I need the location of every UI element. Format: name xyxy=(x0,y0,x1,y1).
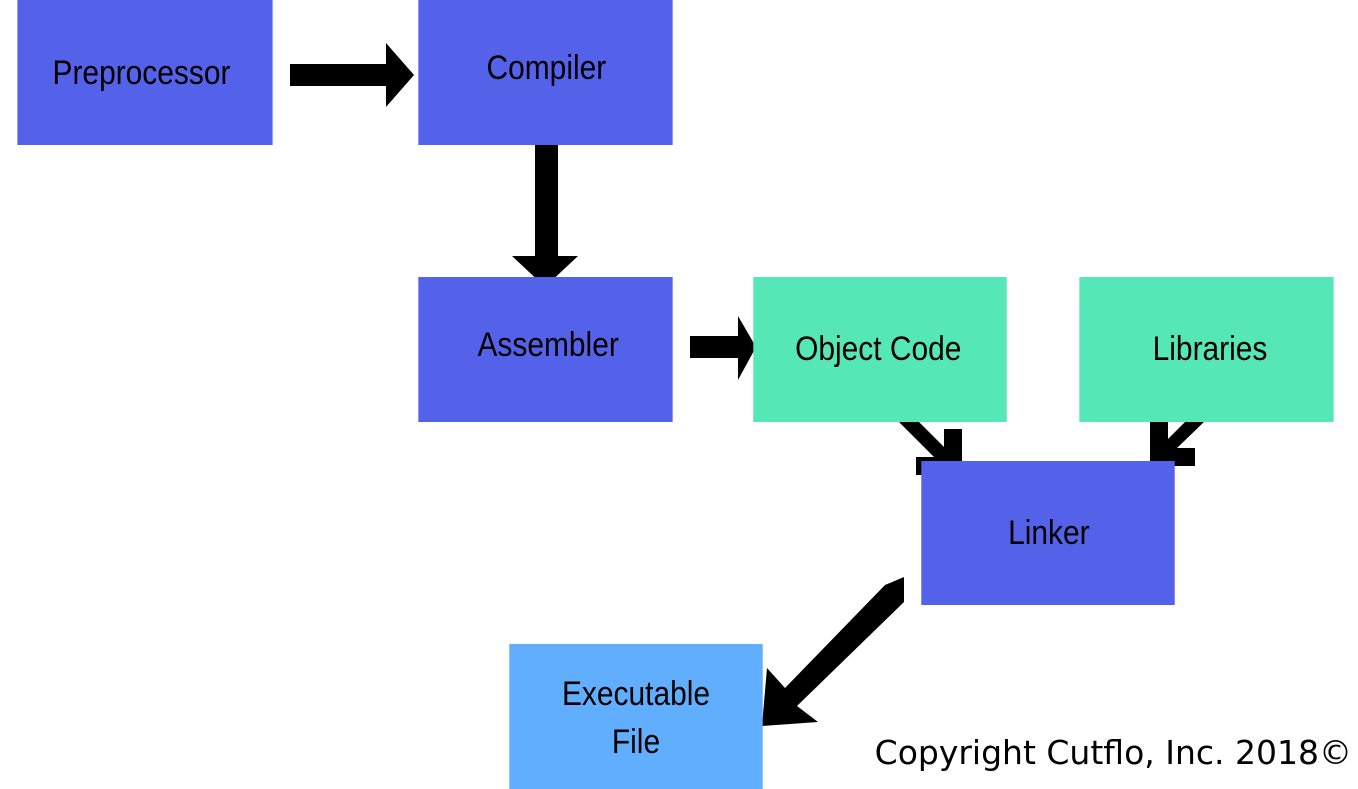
preprocessor-label: Preprocessor xyxy=(52,54,231,92)
arrow-compiler-to-assembler xyxy=(512,145,578,287)
executable-label-line1: Executable xyxy=(561,674,711,713)
arrow-linker-to-executable xyxy=(762,577,904,726)
assembler-box: Assembler xyxy=(418,277,673,422)
libraries-label: Libraries xyxy=(1152,330,1268,368)
preprocessor-box: Preprocessor xyxy=(17,0,273,145)
executable-label-line2: File xyxy=(611,722,661,761)
compiler-box: Compiler xyxy=(418,0,673,145)
compiler-label: Compiler xyxy=(486,49,607,87)
arrow-libraries-to-linker xyxy=(1150,421,1205,466)
linker-box: Linker xyxy=(921,461,1175,605)
assembler-label: Assembler xyxy=(477,326,619,364)
object-code-box: Object Code xyxy=(753,277,1007,422)
libraries-box: Libraries xyxy=(1079,277,1334,422)
linker-label: Linker xyxy=(1008,513,1090,552)
object-code-label: Object Code xyxy=(795,330,962,368)
executable-file-box: Executable File xyxy=(509,644,763,789)
copyright-notice: Copyright Cutflo, Inc. 2018© xyxy=(874,733,1352,772)
arrow-preprocessor-to-compiler xyxy=(290,43,414,107)
arrow-assembler-to-object-code xyxy=(690,316,756,380)
